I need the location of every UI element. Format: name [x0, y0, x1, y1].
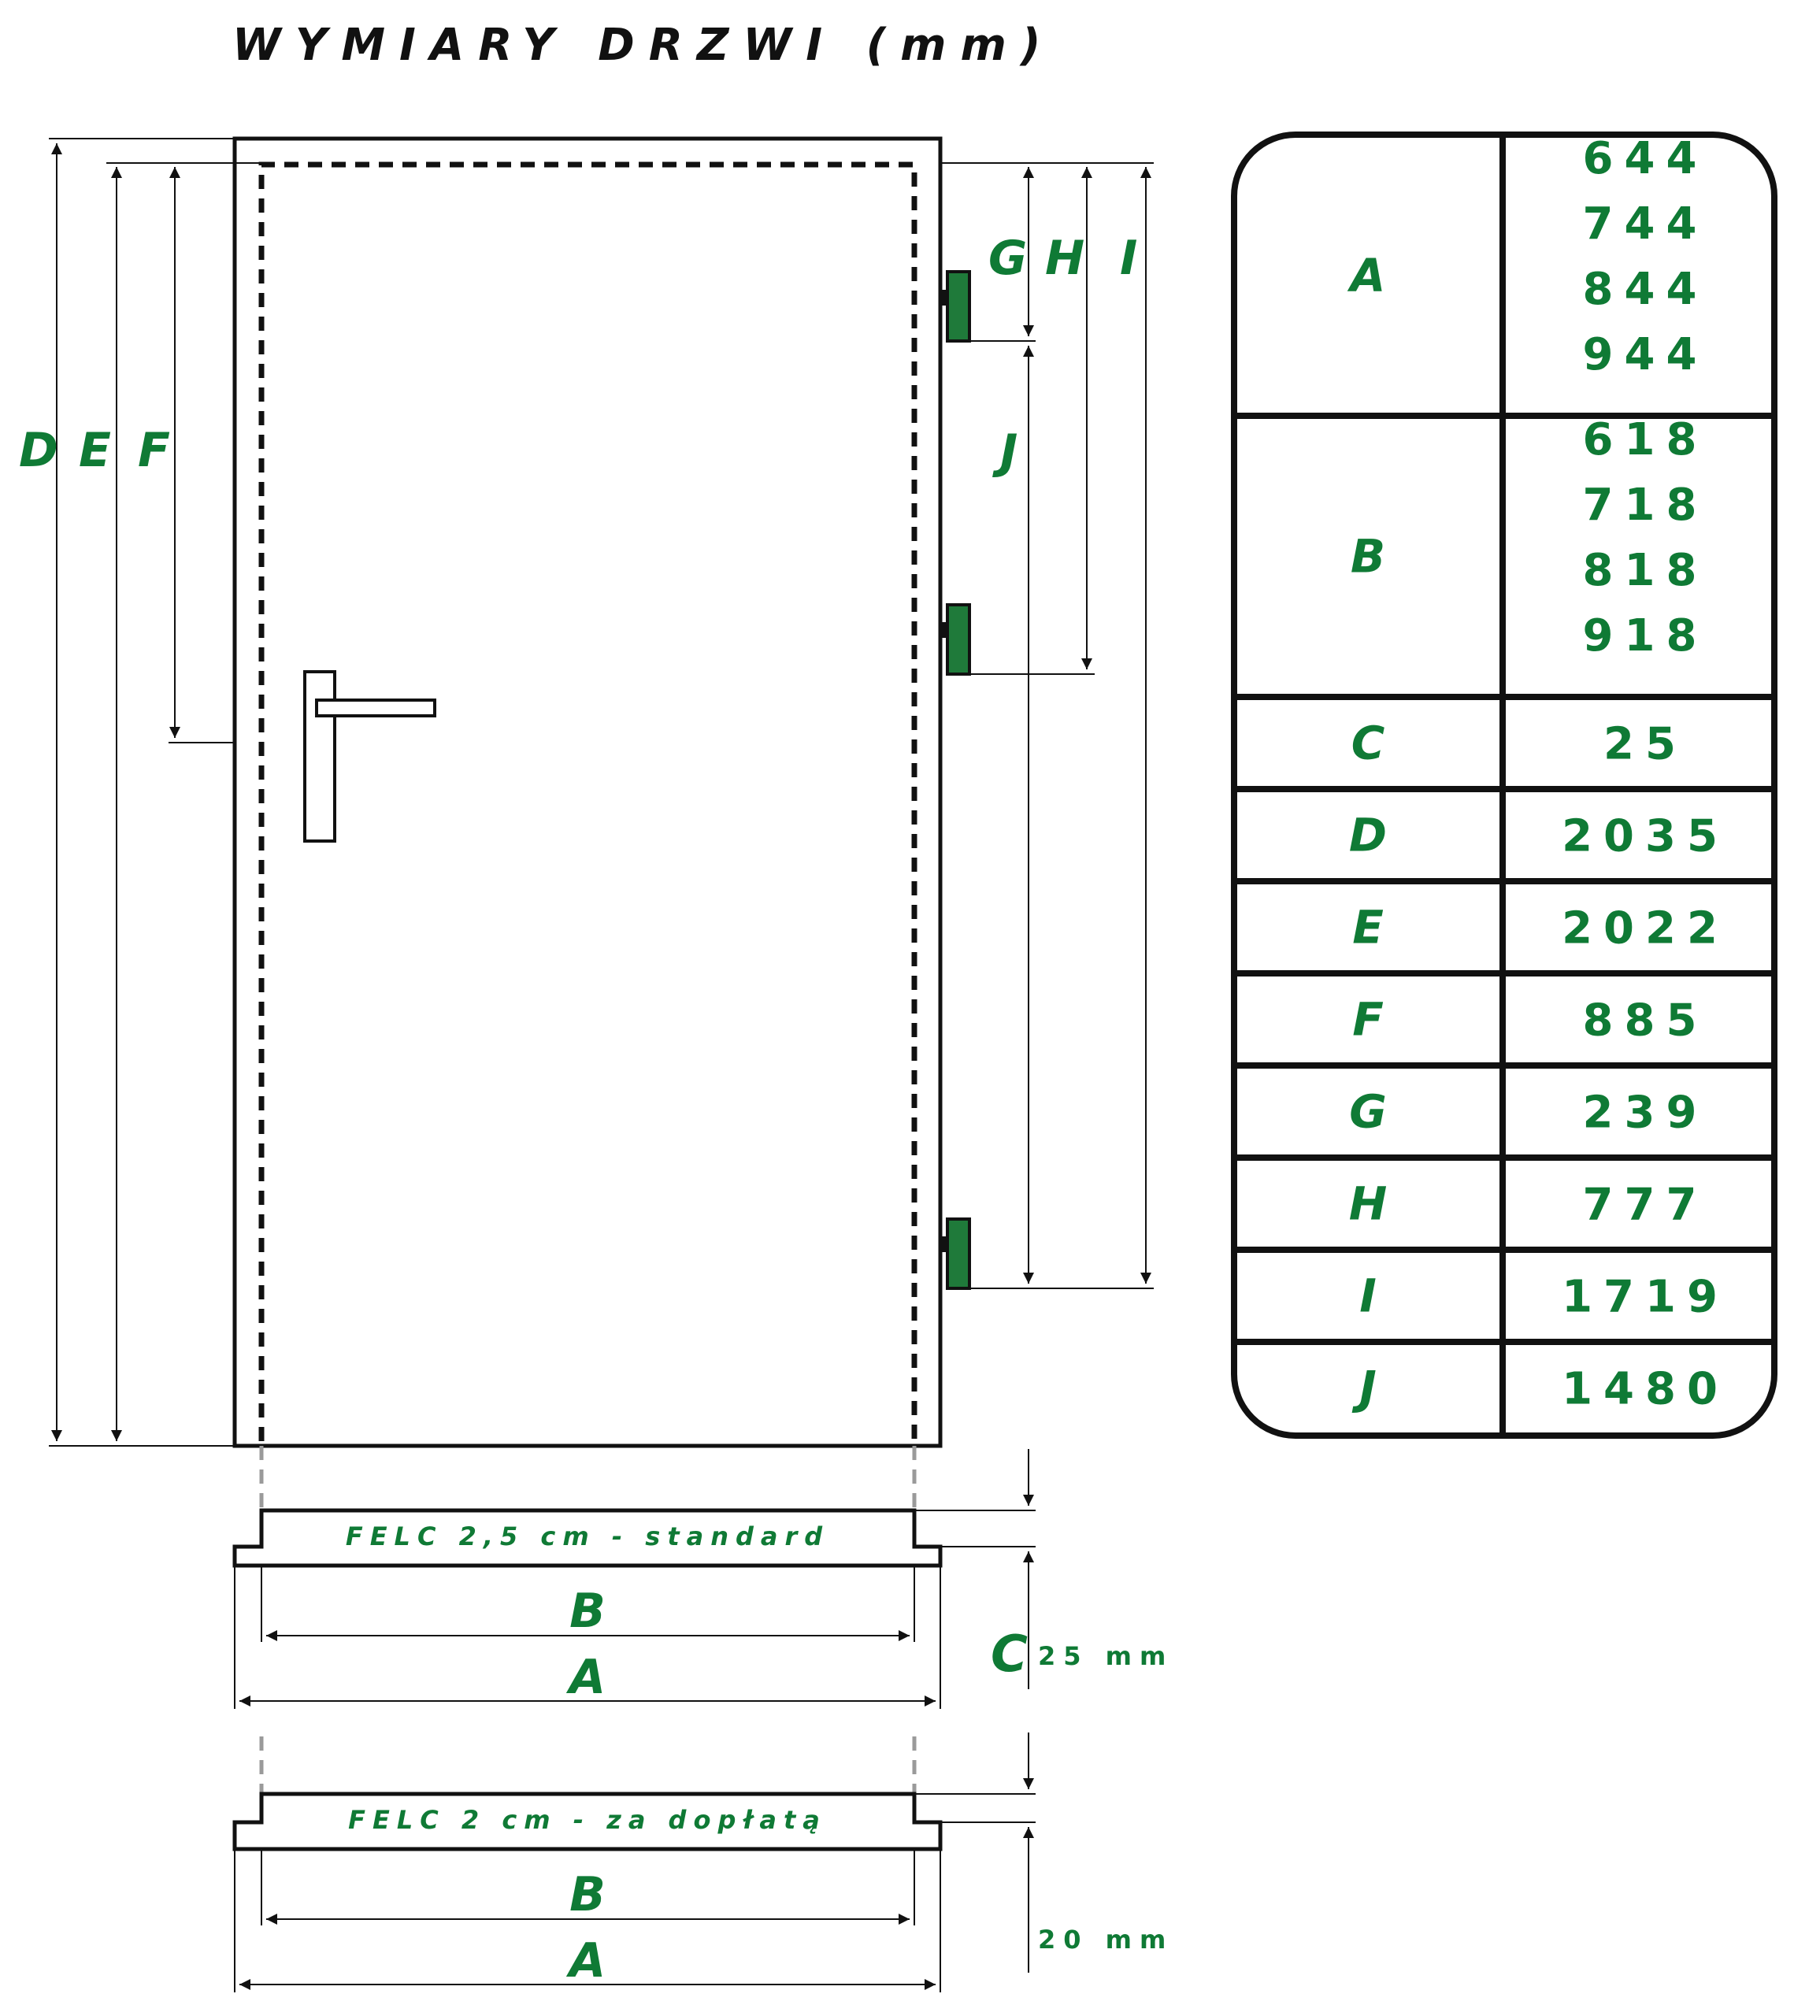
label-J: J [992, 424, 1017, 480]
door-outline [232, 136, 943, 1448]
table-key-h: H [1349, 1177, 1388, 1231]
label-C: C [991, 1625, 1028, 1684]
table-key-c: C [1351, 717, 1385, 770]
table-value-b-4: 918 [1583, 610, 1708, 662]
label-A: A [566, 1650, 606, 1705]
table-value-a-1: 644 [1583, 133, 1708, 184]
label-B-2: B [569, 1867, 606, 1922]
table-key-g: G [1349, 1085, 1387, 1139]
table-value-d: 2035 [1562, 811, 1729, 862]
label-A-2: A [566, 1933, 606, 1988]
label-G: G [988, 231, 1027, 286]
section-felc-standard: FELC 2,5 cm - standard C 25 mm B A [232, 1449, 1173, 1709]
table-value-b-2: 718 [1583, 480, 1708, 531]
left-dimensions: D E F [19, 138, 260, 1447]
label-I: I [1120, 231, 1137, 286]
table-value-h: 777 [1583, 1180, 1708, 1231]
table-key-b: B [1351, 530, 1385, 584]
section-felc-extra: FELC 2 cm - za dopłatą 20 mm B A [232, 1732, 1173, 1992]
table-key-f: F [1352, 993, 1384, 1047]
table-value-j: 1480 [1562, 1364, 1729, 1415]
door-handle [303, 670, 436, 843]
table-value-f: 885 [1583, 995, 1708, 1047]
label-E: E [79, 423, 111, 478]
label-D: D [19, 423, 58, 478]
felc-standard-label: FELC 2,5 cm - standard [346, 1521, 829, 1551]
label-B: B [569, 1584, 606, 1639]
table-key-a: A [1347, 249, 1386, 302]
table-value-b-1: 618 [1583, 414, 1708, 465]
label-H: H [1045, 231, 1084, 286]
table-value-g: 239 [1583, 1088, 1708, 1139]
table-value-a-2: 744 [1583, 198, 1708, 250]
table-value-c: 25 [1603, 719, 1687, 770]
table-value-a-4: 944 [1583, 329, 1708, 380]
right-dimensions: G H I J [940, 162, 1154, 1289]
label-F: F [138, 423, 170, 478]
hinge-top [939, 270, 971, 343]
height-standard-text: 25 mm [1038, 1641, 1173, 1671]
page-title: WYMIARY DRZWI (mm) [232, 20, 1055, 71]
table-key-e: E [1352, 901, 1384, 954]
table-value-a-3: 844 [1583, 264, 1708, 315]
table-key-d: D [1349, 809, 1387, 862]
table-value-e: 2022 [1562, 903, 1729, 954]
hinge-bottom [939, 1217, 971, 1290]
handle-plate [303, 670, 336, 843]
rebate-dashed-line [258, 161, 917, 1441]
height-extra-text: 20 mm [1038, 1925, 1173, 1955]
felc-extra-label: FELC 2 cm - za dopłatą [348, 1805, 827, 1835]
handle-lever [315, 699, 436, 717]
table-value-b-3: 818 [1583, 545, 1708, 596]
hinge-middle [939, 603, 971, 676]
table-key-i: I [1359, 1269, 1377, 1323]
table-value-i: 1719 [1562, 1272, 1729, 1323]
door-elevation [232, 136, 971, 1448]
